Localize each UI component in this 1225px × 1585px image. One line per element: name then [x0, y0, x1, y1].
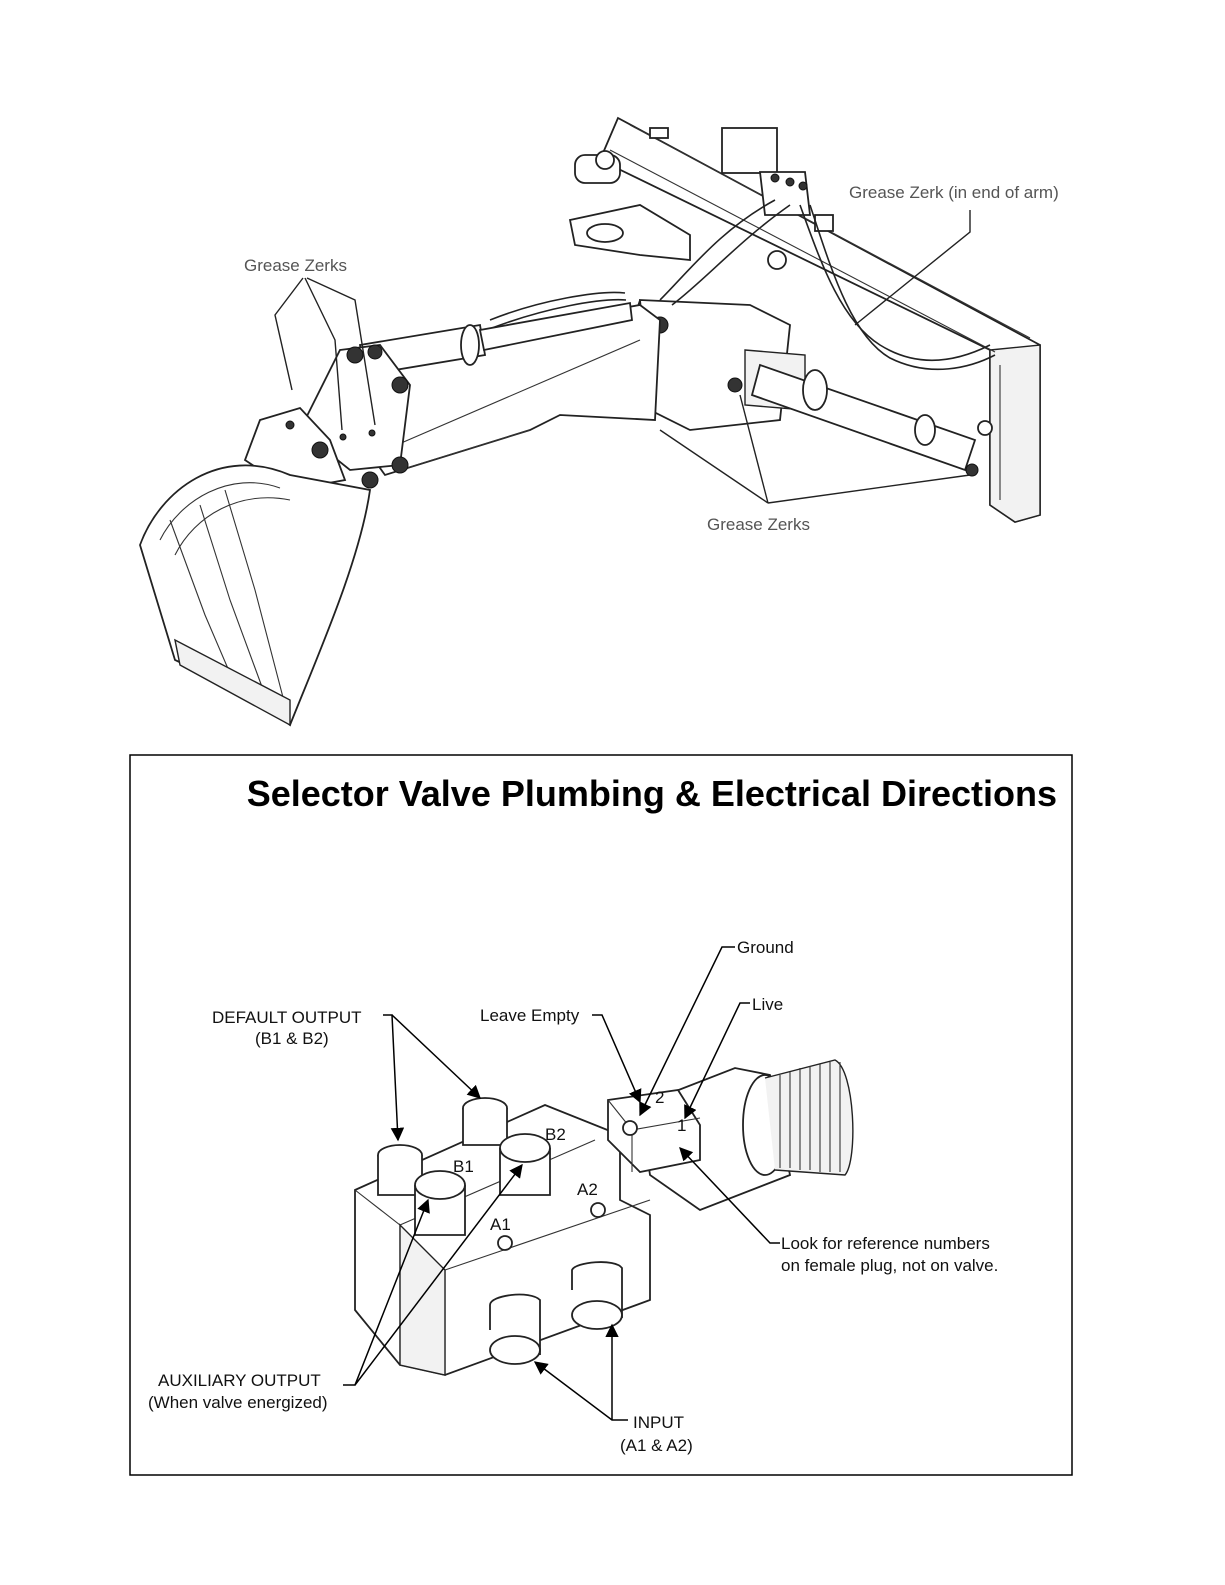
auxiliary-output-label: AUXILIARY OUTPUT — [158, 1371, 321, 1390]
default-output-label: DEFAULT OUTPUT — [212, 1008, 362, 1027]
plug-note-line1: Look for reference numbers — [781, 1234, 990, 1253]
bucket — [140, 465, 370, 725]
leave-empty-label: Leave Empty — [480, 1006, 580, 1025]
backhoe-illustration: Grease Zerks Grease Zerk (in end of arm)… — [140, 118, 1059, 725]
ground-symbol-icon — [623, 1121, 637, 1135]
panel-title: Selector Valve Plumbing & Electrical Dir… — [247, 773, 1057, 814]
port-mark-a1: A1 — [490, 1215, 511, 1234]
ground-label: Ground — [737, 938, 794, 957]
plug-note-line2: on female plug, not on valve. — [781, 1256, 998, 1275]
swing-cylinder — [752, 365, 992, 476]
grease-zerks-bottom-label: Grease Zerks — [707, 515, 810, 534]
grease-zerk-arm-end-label: Grease Zerk (in end of arm) — [849, 183, 1059, 202]
auxiliary-output-condition-label: (When valve energized) — [148, 1393, 328, 1412]
selector-valve-panel: Selector Valve Plumbing & Electrical Dir… — [130, 755, 1072, 1475]
port-mark-b1: B1 — [453, 1157, 474, 1176]
live-label: Live — [752, 995, 783, 1014]
input-ports-label: (A1 & A2) — [620, 1436, 693, 1455]
port-mark-b2: B2 — [545, 1125, 566, 1144]
port-mark-a2: A2 — [577, 1180, 598, 1199]
default-output-ports-label: (B1 & B2) — [255, 1029, 329, 1048]
panel-border — [130, 755, 1072, 1475]
pin-mark-1: 1 — [677, 1116, 686, 1135]
input-label: INPUT — [633, 1413, 684, 1432]
pin-mark-2: 2 — [655, 1088, 664, 1107]
grease-zerks-left-label: Grease Zerks — [244, 256, 347, 275]
